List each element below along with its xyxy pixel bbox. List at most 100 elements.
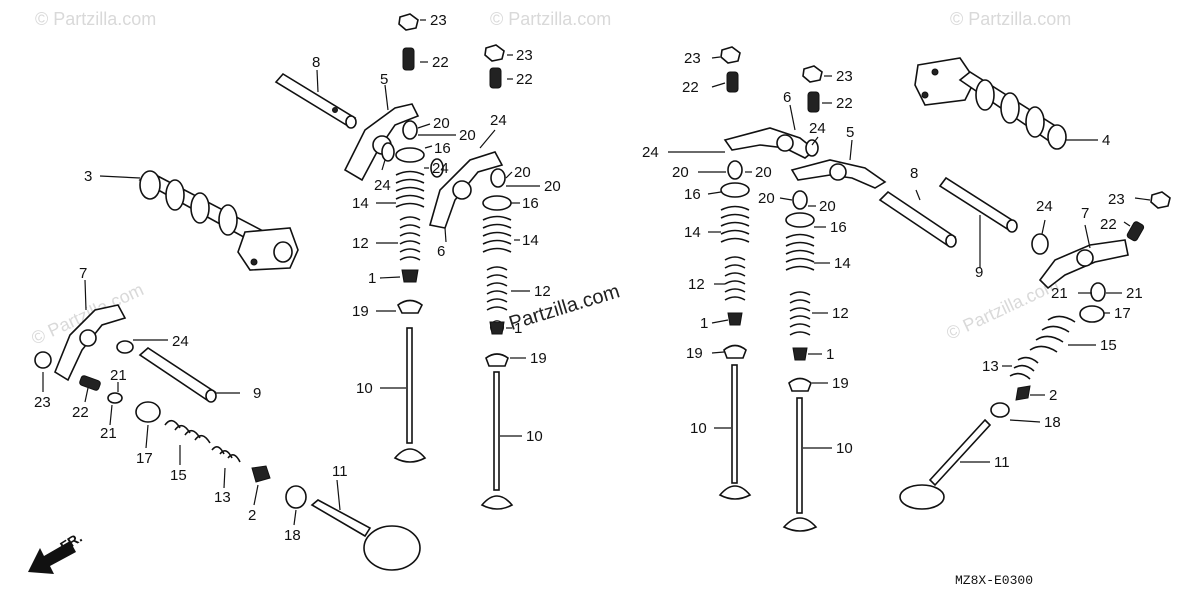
callout-16-d: 16 bbox=[830, 219, 847, 236]
callout-24-f: 24 bbox=[1036, 198, 1053, 215]
callout-16-c: 16 bbox=[684, 186, 701, 203]
callout-5-right: 5 bbox=[846, 124, 854, 141]
callout-20-f: 20 bbox=[755, 164, 772, 181]
callout-6-left: 6 bbox=[437, 243, 445, 260]
callout-18-right: 18 bbox=[1044, 414, 1061, 431]
callout-20-g: 20 bbox=[758, 190, 775, 207]
callout-10-a: 10 bbox=[356, 380, 373, 397]
callout-20-h: 20 bbox=[819, 198, 836, 215]
callout-20-e: 20 bbox=[672, 164, 689, 181]
callout-15-right: 15 bbox=[1100, 337, 1117, 354]
callout-13-right: 13 bbox=[982, 358, 999, 375]
callout-11-left: 11 bbox=[332, 463, 348, 480]
callout-24-g: 24 bbox=[172, 333, 189, 350]
callout-24-b: 24 bbox=[432, 160, 449, 177]
rocker-shaft-left-bottom bbox=[138, 346, 217, 403]
callout-19-d: 19 bbox=[832, 375, 849, 392]
callout-14-a: 14 bbox=[352, 195, 369, 212]
callout-19-b: 19 bbox=[530, 350, 547, 367]
valve-stack-e bbox=[135, 401, 421, 571]
callout-22-a: 22 bbox=[432, 54, 449, 71]
callout-23-b: 23 bbox=[516, 47, 533, 64]
rocker-shaft-right-a bbox=[878, 190, 957, 248]
callout-14-b: 14 bbox=[522, 232, 539, 249]
watermark-top-left: © Partzilla.com bbox=[35, 9, 156, 29]
callout-12-a: 12 bbox=[352, 235, 369, 252]
watermark-top-mid: © Partzilla.com bbox=[490, 9, 611, 29]
leader-lines bbox=[42, 19, 1151, 526]
callouts: 8 5 23 22 23 22 20 20 16 24 24 20 20 16 … bbox=[34, 12, 1143, 544]
rocker-shaft-left-top bbox=[274, 72, 357, 129]
callout-20-a: 20 bbox=[433, 115, 450, 132]
callout-22-b: 22 bbox=[516, 71, 533, 88]
diagram-code: MZ8X-E0300 bbox=[955, 573, 1033, 588]
callout-23-e: 23 bbox=[1108, 191, 1125, 208]
callout-6-right: 6 bbox=[783, 89, 791, 106]
callout-8-right: 8 bbox=[910, 165, 918, 182]
callout-1-c: 1 bbox=[700, 315, 708, 332]
valve-stack-c bbox=[718, 182, 752, 500]
watermark-top-right: © Partzilla.com bbox=[950, 9, 1071, 29]
callout-21-a: 21 bbox=[1051, 285, 1068, 302]
callout-22-c: 22 bbox=[682, 79, 699, 96]
callout-20-b: 20 bbox=[459, 127, 476, 144]
callout-22-f: 22 bbox=[72, 404, 89, 421]
callout-3: 3 bbox=[84, 168, 92, 185]
callout-2-left: 2 bbox=[248, 507, 256, 524]
callout-7-left: 7 bbox=[79, 265, 87, 282]
callout-5-left: 5 bbox=[380, 71, 388, 88]
callout-21-b: 21 bbox=[1126, 285, 1143, 302]
callout-20-c: 20 bbox=[514, 164, 531, 181]
callout-21-d: 21 bbox=[100, 425, 117, 442]
small-parts bbox=[34, 13, 1171, 404]
rocker-arm-right-7 bbox=[1038, 239, 1129, 290]
valve-stack-f bbox=[899, 305, 1105, 510]
rocker-arm-left-6 bbox=[428, 151, 504, 229]
callout-19-c: 19 bbox=[686, 345, 703, 362]
callout-7-right: 7 bbox=[1081, 205, 1089, 222]
callout-1-a: 1 bbox=[368, 270, 376, 287]
callout-14-c: 14 bbox=[684, 224, 701, 241]
callout-8-left: 8 bbox=[312, 54, 320, 71]
callout-24-d: 24 bbox=[809, 120, 826, 137]
callout-10-d: 10 bbox=[836, 440, 853, 457]
callout-9-left: 9 bbox=[253, 385, 261, 402]
callout-10-c: 10 bbox=[690, 420, 707, 437]
callout-16-b: 16 bbox=[522, 195, 539, 212]
callout-14-d: 14 bbox=[834, 255, 851, 272]
callout-19-a: 19 bbox=[352, 303, 369, 320]
callout-17-right: 17 bbox=[1114, 305, 1131, 322]
callout-23-c: 23 bbox=[684, 50, 701, 67]
camshaft-left bbox=[138, 170, 299, 271]
callout-24-e: 24 bbox=[642, 144, 659, 161]
valve-stack-d bbox=[782, 212, 818, 532]
callout-10-b: 10 bbox=[526, 428, 543, 445]
rocker-arm-right-6 bbox=[723, 127, 817, 159]
camshaft-right bbox=[914, 57, 1067, 150]
callout-2-right: 2 bbox=[1049, 387, 1057, 404]
callout-24-c: 24 bbox=[374, 177, 391, 194]
callout-15-left: 15 bbox=[170, 467, 187, 484]
callout-16-a: 16 bbox=[434, 140, 451, 157]
callout-22-d: 22 bbox=[836, 95, 853, 112]
callout-11-right: 11 bbox=[994, 454, 1010, 471]
callout-23-d: 23 bbox=[836, 68, 853, 85]
callout-12-d: 12 bbox=[832, 305, 849, 322]
callout-4: 4 bbox=[1102, 132, 1110, 149]
callout-21-c: 21 bbox=[110, 367, 127, 384]
rocker-arm-left-7 bbox=[54, 304, 127, 382]
valve-stack-b bbox=[480, 195, 514, 510]
callout-12-c: 12 bbox=[688, 276, 705, 293]
callout-17-left: 17 bbox=[136, 450, 153, 467]
rocker-shaft-right-b bbox=[938, 176, 1018, 233]
callout-23-a: 23 bbox=[430, 12, 447, 29]
callout-9-right: 9 bbox=[975, 264, 983, 281]
callout-1-d: 1 bbox=[826, 346, 834, 363]
callout-18-left: 18 bbox=[284, 527, 301, 544]
rocker-arm-right-5 bbox=[790, 159, 887, 189]
rocker-arm-left-5 bbox=[343, 103, 420, 182]
callout-22-e: 22 bbox=[1100, 216, 1117, 233]
callout-20-d: 20 bbox=[544, 178, 561, 195]
callout-23-f: 23 bbox=[34, 394, 51, 411]
